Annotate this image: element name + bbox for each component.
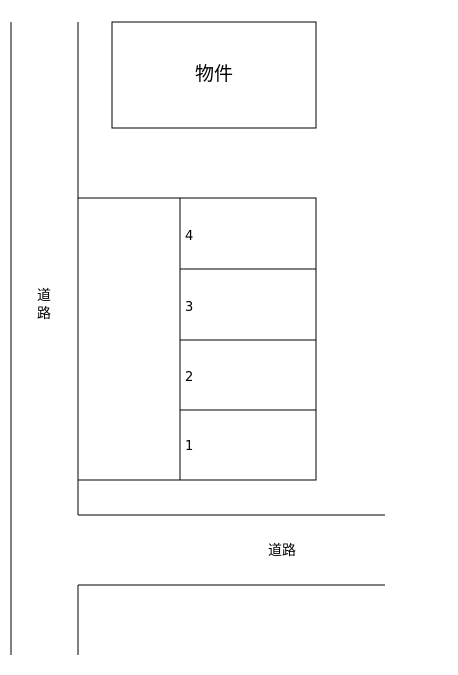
parking-area bbox=[77, 197, 317, 481]
road-bottom-label: 道路 bbox=[268, 543, 296, 559]
parking-space-2: 2 bbox=[185, 370, 193, 385]
road-left-label-top: 道 bbox=[37, 288, 51, 304]
parking-space-3: 3 bbox=[185, 300, 193, 315]
parking-space-1: 1 bbox=[185, 439, 193, 454]
parking-space-4: 4 bbox=[185, 229, 193, 244]
road-left-label-bottom: 路 bbox=[37, 306, 51, 322]
building-label: 物件 bbox=[195, 63, 233, 85]
building bbox=[111, 21, 317, 129]
